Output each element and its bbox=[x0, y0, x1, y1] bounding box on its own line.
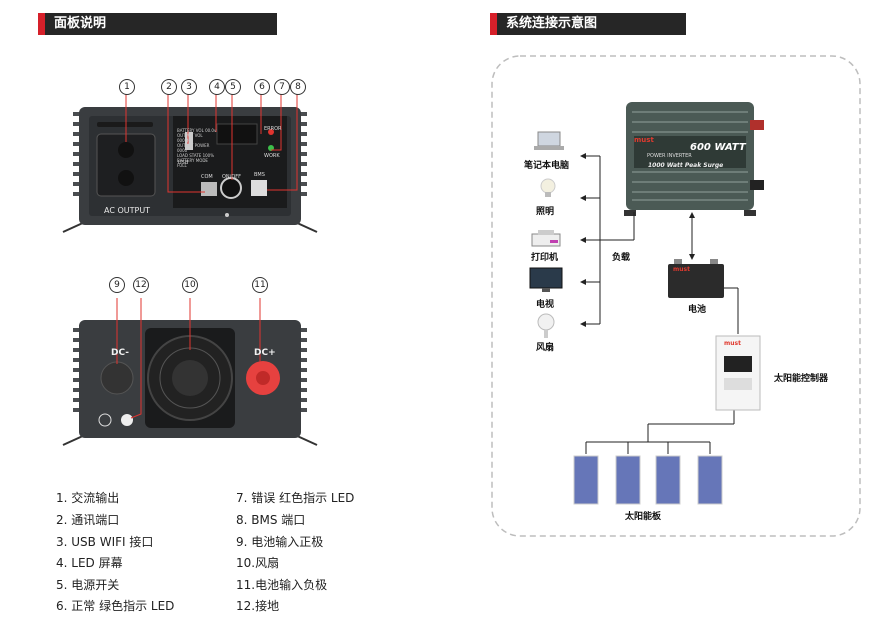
legend-item: 12.接地 bbox=[236, 599, 280, 613]
load-fan-label: 风扇 bbox=[536, 343, 555, 353]
controller-brand: must bbox=[724, 340, 741, 347]
lcd-line: LOAD STATE 100% bbox=[177, 153, 215, 158]
panel-description-title: 面板说明 bbox=[54, 16, 107, 31]
rear-panel-illustration bbox=[62, 298, 318, 446]
header-accent-bar bbox=[490, 13, 497, 35]
lcd-display-text: BATTERY VOL 00.0v OUTPUT VOL 000.0v OUTP… bbox=[177, 128, 217, 168]
callout-10: 10 bbox=[182, 277, 198, 293]
dc-minus-label: DC- bbox=[111, 348, 130, 358]
legend-item: 7. 错误 红色指示 LED bbox=[236, 491, 355, 505]
power-switch-label: ON/OFF bbox=[222, 174, 242, 180]
system-connection-diagram bbox=[491, 55, 861, 537]
callout-11: 11 bbox=[252, 277, 268, 293]
dc-plus-label: DC+ bbox=[254, 348, 276, 358]
lcd-line: OUTPUT POWER 0000 bbox=[177, 143, 210, 153]
lcd-line: OUTPUT VOL 000.0v bbox=[177, 133, 203, 143]
legend-item: 3. USB WIFI 接口 bbox=[56, 535, 154, 549]
front-panel-illustration bbox=[62, 92, 318, 233]
callout-4: 4 bbox=[209, 79, 225, 95]
legend-item: 5. 电源开关 bbox=[56, 578, 120, 592]
inverter-subtitle: 1000 Watt Peak Surge bbox=[648, 162, 724, 169]
panel-description-header: 面板说明 bbox=[38, 13, 277, 35]
work-led-label: WORK bbox=[264, 153, 280, 159]
com-port-label: COM bbox=[201, 174, 213, 180]
callout-9: 9 bbox=[109, 277, 125, 293]
lcd-line: BATTERY MODE FULL bbox=[177, 158, 208, 168]
callout-6: 6 bbox=[254, 79, 270, 95]
usb-port-label: USB bbox=[178, 160, 189, 166]
system-diagram-header: 系统连接示意图 bbox=[490, 13, 686, 35]
legend-item: 6. 正常 绿色指示 LED bbox=[56, 599, 175, 613]
load-printer-label: 打印机 bbox=[531, 253, 559, 263]
system-diagram-title: 系统连接示意图 bbox=[506, 16, 598, 31]
lcd-line: BATTERY VOL 00.0v bbox=[177, 128, 217, 133]
load-group-label: 负载 bbox=[612, 253, 631, 263]
load-lighting-label: 照明 bbox=[536, 207, 555, 217]
inverter-brand: must bbox=[634, 136, 654, 144]
battery-label: 电池 bbox=[688, 305, 707, 315]
battery-brand: must bbox=[673, 266, 690, 273]
callout-12: 12 bbox=[133, 277, 149, 293]
legend-item: 2. 通讯端口 bbox=[56, 513, 120, 527]
solar-controller-label: 太阳能控制器 bbox=[774, 374, 829, 384]
callout-1: 1 bbox=[119, 79, 135, 95]
callout-2: 2 bbox=[161, 79, 177, 95]
callout-8: 8 bbox=[290, 79, 306, 95]
legend-item: 1. 交流输出 bbox=[56, 491, 120, 505]
load-tv-label: 电视 bbox=[536, 300, 555, 310]
legend-item: 8. BMS 端口 bbox=[236, 513, 306, 527]
legend-item: 4. LED 屏幕 bbox=[56, 556, 123, 570]
load-laptop-label: 笔记本电脑 bbox=[524, 161, 570, 171]
legend-item: 11.电池输入负极 bbox=[236, 578, 328, 592]
callout-7: 7 bbox=[274, 79, 290, 95]
callout-3: 3 bbox=[181, 79, 197, 95]
inverter-subtitle-2: POWER INVERTER bbox=[647, 153, 692, 159]
ac-output-label: AC OUTPUT bbox=[104, 206, 151, 215]
bms-port-label: BMS bbox=[254, 172, 265, 178]
error-led-label: ERROR bbox=[264, 126, 282, 132]
callout-5: 5 bbox=[225, 79, 241, 95]
solar-panel-label: 太阳能板 bbox=[625, 512, 662, 522]
legend-item: 10.风扇 bbox=[236, 556, 280, 570]
inverter-model: 600 WATT bbox=[690, 142, 746, 153]
header-accent-bar bbox=[38, 13, 45, 35]
legend-item: 9. 电池输入正极 bbox=[236, 535, 324, 549]
